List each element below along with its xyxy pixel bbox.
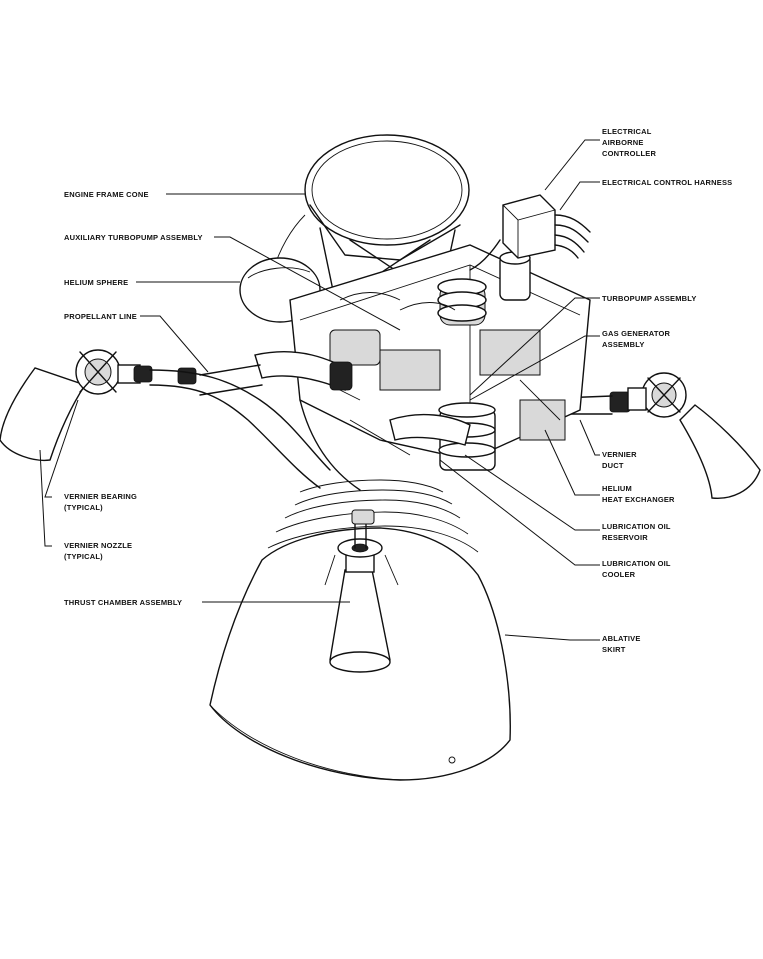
left-vernier-shape	[0, 349, 331, 489]
label-helium-heat-exchanger-1: HELIUM	[602, 484, 632, 493]
engine-body-shape	[289, 244, 591, 471]
engine-frame-cone-shape	[274, 134, 470, 301]
label-electrical-control-harness: ELECTRICAL CONTROL HARNESS	[602, 178, 732, 187]
label-lubrication-cooler-2: COOLER	[602, 570, 636, 579]
label-vernier-nozzle-2: (TYPICAL)	[64, 552, 103, 561]
label-ablative-skirt-2: SKIRT	[602, 645, 626, 654]
label-engine-frame-cone: ENGINE FRAME CONE	[64, 190, 149, 199]
label-helium-sphere: HELIUM SPHERE	[64, 278, 128, 287]
thrust-chamber-shape	[324, 509, 399, 673]
label-electrical-airborne-controller-1: ELECTRICAL	[602, 127, 652, 136]
label-propellant-line: PROPELLANT LINE	[64, 312, 137, 321]
label-vernier-bearing-2: (TYPICAL)	[64, 503, 103, 512]
label-ablative-skirt-1: ABLATIVE	[602, 634, 641, 643]
label-vernier-bearing-1: VERNIER BEARING	[64, 492, 137, 501]
label-turbopump-assembly: TURBOPUMP ASSEMBLY	[602, 294, 697, 303]
leader-lines	[39, 139, 600, 641]
label-vernier-duct-1: VERNIER	[602, 450, 637, 459]
label-gas-generator-1: GAS GENERATOR	[602, 329, 671, 338]
label-electrical-airborne-controller-3: CONTROLLER	[602, 149, 656, 158]
label-lubrication-cooler-1: LUBRICATION OIL	[602, 559, 671, 568]
label-lubrication-reservoir-2: RESERVOIR	[602, 533, 648, 542]
label-thrust-chamber-assembly: THRUST CHAMBER ASSEMBLY	[64, 598, 182, 607]
label-vernier-duct-2: DUCT	[602, 461, 624, 470]
label-gas-generator-2: ASSEMBLY	[602, 340, 645, 349]
label-helium-heat-exchanger-2: HEAT EXCHANGER	[602, 495, 675, 504]
right-vernier-shape	[559, 372, 761, 499]
label-electrical-airborne-controller-2: AIRBORNE	[602, 138, 644, 147]
propellant-line-shape	[199, 351, 471, 491]
label-lubrication-reservoir-1: LUBRICATION OIL	[602, 522, 671, 531]
electrical-controller-shape	[469, 194, 591, 271]
label-auxiliary-turbopump-assembly: AUXILIARY TURBOPUMP ASSEMBLY	[64, 233, 203, 242]
label-vernier-nozzle-1: VERNIER NOZZLE	[64, 541, 132, 550]
